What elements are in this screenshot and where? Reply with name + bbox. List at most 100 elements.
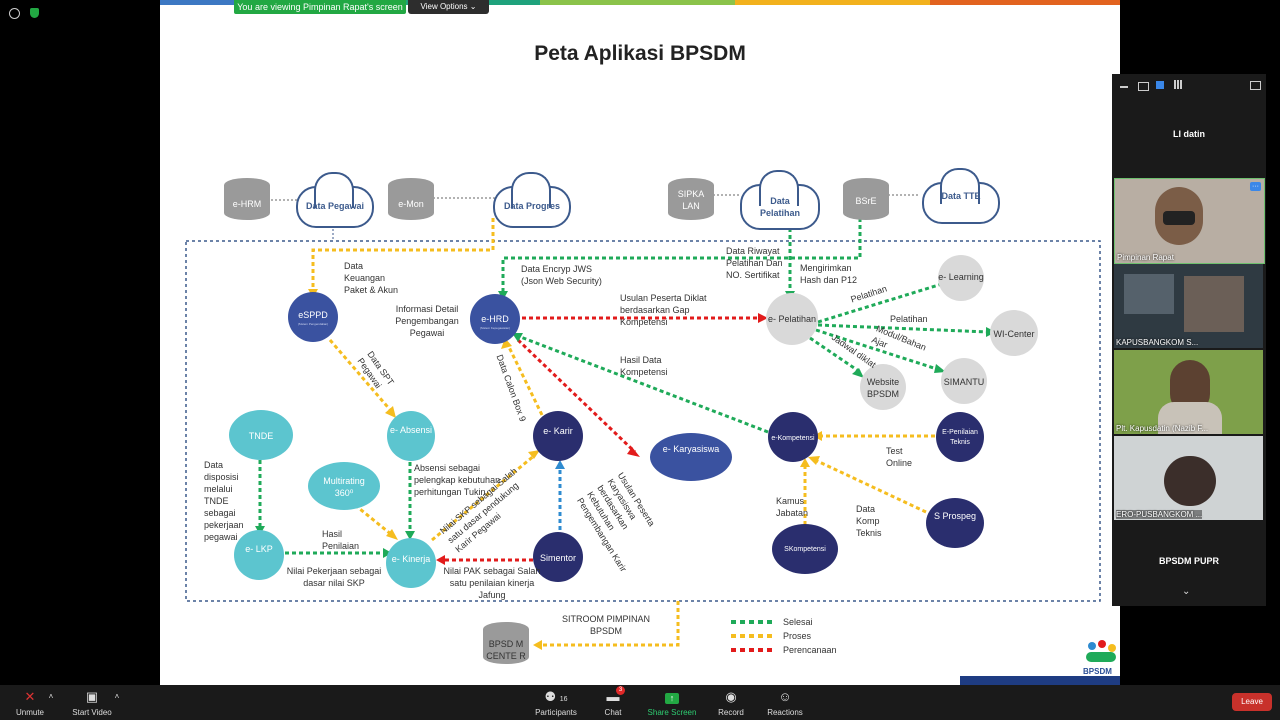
label-nilai-pak: Nilai PAK sebagai Salah satu penilaian k… (443, 566, 541, 600)
label-informasi-detail: Informasi Detail Pengembangan Pegawai (395, 304, 459, 338)
node-website (860, 364, 906, 410)
gallery-view-icon[interactable] (1174, 80, 1183, 89)
participant-name: KAPUSBANGKOM S... (1116, 338, 1199, 347)
view-options-button[interactable]: View Options ⌄ (408, 0, 489, 14)
meeting-toolbar: ✕ Unmute ˄ ▣ Start Video ˄ ⚉ 16 Particip… (0, 685, 1280, 720)
node-wicenter-label: WI-Center (993, 329, 1035, 339)
cloud-data-progres: Data Progres (493, 170, 571, 228)
participants-count: 16 (559, 696, 568, 703)
node-elkp-label: e- LKP (245, 544, 273, 554)
participants-icon: ⚉ 16 (544, 689, 568, 704)
label-data-disposisi: Data disposisi melalui TNDE sebagai peke… (204, 460, 244, 542)
leave-button[interactable]: Leave (1232, 693, 1272, 711)
node-ekarir (533, 411, 583, 461)
minimize-icon[interactable] (1120, 86, 1128, 88)
node-elkp (234, 530, 284, 580)
footer-decoration (960, 676, 1120, 685)
video-tile-2[interactable]: KAPUSBANGKOM S... (1114, 264, 1263, 348)
stripe-4 (735, 0, 930, 5)
bottom-participant-name: BPSDM PUPR (1158, 556, 1219, 566)
node-ekaryasiswa (650, 433, 732, 481)
label-data-keuangan: Data Keuangan Paket & Akun (344, 261, 399, 295)
node-epelatihan (766, 293, 818, 345)
thumbnail-view-icon[interactable] (1138, 82, 1149, 91)
node-multirating (308, 462, 380, 510)
share-screen-icon: ↑ (646, 689, 698, 705)
node-ehrd-label: e-HRD (481, 314, 509, 324)
chat-button[interactable]: ▬ 3 Chat (596, 685, 630, 720)
label-mengirimkan: Mengirimkan Hash dan P12 (800, 263, 858, 285)
label-sitroom: SITROOM PIMPINAN BPSDM (561, 614, 650, 636)
node-sprospeg-label: S Prospeg (933, 511, 977, 521)
video-options-caret[interactable]: ˄ (114, 692, 120, 701)
label-absensi: Absensi sebagai pelengkap kebutuhan perh… (414, 463, 501, 497)
label-hasil-penilaian: Hasil Penilaian (322, 529, 360, 551)
video-tile-1[interactable]: ··· Pimpinan Rapat (1114, 178, 1265, 264)
slide-title: Peta Aplikasi BPSDM (534, 42, 746, 65)
node-ekinerja (386, 538, 436, 588)
node-simentor (533, 532, 583, 582)
cloud-data-tte: Data TTE (922, 166, 1000, 224)
stripe-3 (540, 0, 735, 5)
exit-fullscreen-icon[interactable] (1250, 81, 1261, 90)
node-esppd (288, 292, 338, 342)
node-epelatihan-label: e- Pelatihan (767, 314, 817, 324)
label-kamus: Kamus Jabatan (776, 496, 809, 518)
node-elearning (938, 255, 984, 301)
participants-button[interactable]: ⚉ 16 Participants (532, 685, 580, 720)
database-icon-bpsdm-center (483, 622, 529, 664)
audio-options-caret[interactable]: ˄ (48, 692, 54, 701)
video-off-icon: ▣ (85, 689, 99, 704)
stripe-5 (930, 0, 1120, 5)
node-ekompetensi-label: e-Kompetensi (771, 435, 815, 442)
participant-name: ERO-PUSBANGKOM ... (1116, 510, 1203, 519)
node-esppd-label: eSPPD (298, 310, 328, 320)
video-tile-4[interactable]: ERO-PUSBANGKOM ... (1114, 436, 1263, 520)
node-elearning-label: e- Learning (938, 272, 984, 282)
label-data-riwayat: Data Riwayat Pelatihan Dan NO. Sertifika… (726, 246, 783, 280)
speaker-view-icon[interactable] (1156, 81, 1164, 89)
database-icon-bsre (843, 178, 889, 220)
node-eabsensi-label: e- Absensi (389, 425, 433, 435)
label-usulan-diklat: Usulan Peserta Diklat berdasarkan Gap Ko… (620, 293, 707, 327)
label-test-online: Test Online (886, 446, 913, 468)
shared-screen: Peta Aplikasi BPSDM (160, 0, 1120, 685)
participant-gallery: LI datin ··· Pimpinan Rapat KAPUSBANGKOM… (1112, 74, 1266, 606)
node-ehrd-sub: (Sistem Kepegawaian) (479, 326, 511, 330)
host-name: LI datin (1173, 129, 1205, 139)
node-simantu-label: SIMANTU (943, 377, 985, 387)
node-ekompetensi (768, 412, 818, 462)
db-label-bpsdm-center: BPSD M CENTE R (486, 639, 526, 661)
more-options-icon[interactable]: ··· (1250, 182, 1261, 191)
node-ekinerja-label: e- Kinerja (391, 554, 431, 564)
node-website-label: Website BPSDM (866, 377, 900, 399)
node-esppd-sub: (Sistem Pengendalian) (297, 322, 329, 326)
label-hasil-data: Hasil Data Kompetensi (620, 355, 668, 377)
reactions-button[interactable]: ☺ Reactions (764, 685, 806, 720)
database-icon-sipka (668, 178, 714, 220)
share-screen-button[interactable]: ↑ Share Screen (646, 685, 698, 720)
video-tile-3[interactable]: Plt. Kapusdatin (Nazib F... (1114, 350, 1263, 434)
legend-proses: Proses (783, 631, 812, 641)
chat-badge: 3 (616, 686, 625, 695)
meeting-info-icon[interactable] (9, 8, 20, 19)
security-shield-icon[interactable] (30, 8, 39, 18)
database-icon-emon (388, 178, 434, 220)
unmute-button[interactable]: ✕ Unmute (10, 685, 50, 720)
database-icon-ehrm (224, 178, 270, 220)
viewing-screen-banner: You are viewing Pimpinan Rapat's screen (234, 0, 406, 14)
node-simantu (941, 358, 987, 404)
label-data-encryp: Data Encryp JWS (Json Web Security) (521, 264, 602, 286)
bpsdm-logo-icon (1082, 640, 1118, 666)
record-icon: ◉ (725, 689, 737, 704)
participant-name: Plt. Kapusdatin (Nazib F... (1116, 424, 1209, 433)
start-video-button[interactable]: ▣ Start Video (68, 685, 116, 720)
record-button[interactable]: ◉ Record (714, 685, 748, 720)
node-skompetensi (772, 524, 838, 574)
node-wicenter (990, 310, 1038, 356)
label-data-komp: Data Komp Teknis (856, 504, 882, 538)
diagram-lines (185, 194, 1101, 652)
chevron-down-icon[interactable]: ⌄ (1182, 586, 1191, 597)
node-skompetensi-label: SKompetensi (784, 546, 826, 553)
microphone-muted-icon: ✕ (24, 689, 36, 704)
